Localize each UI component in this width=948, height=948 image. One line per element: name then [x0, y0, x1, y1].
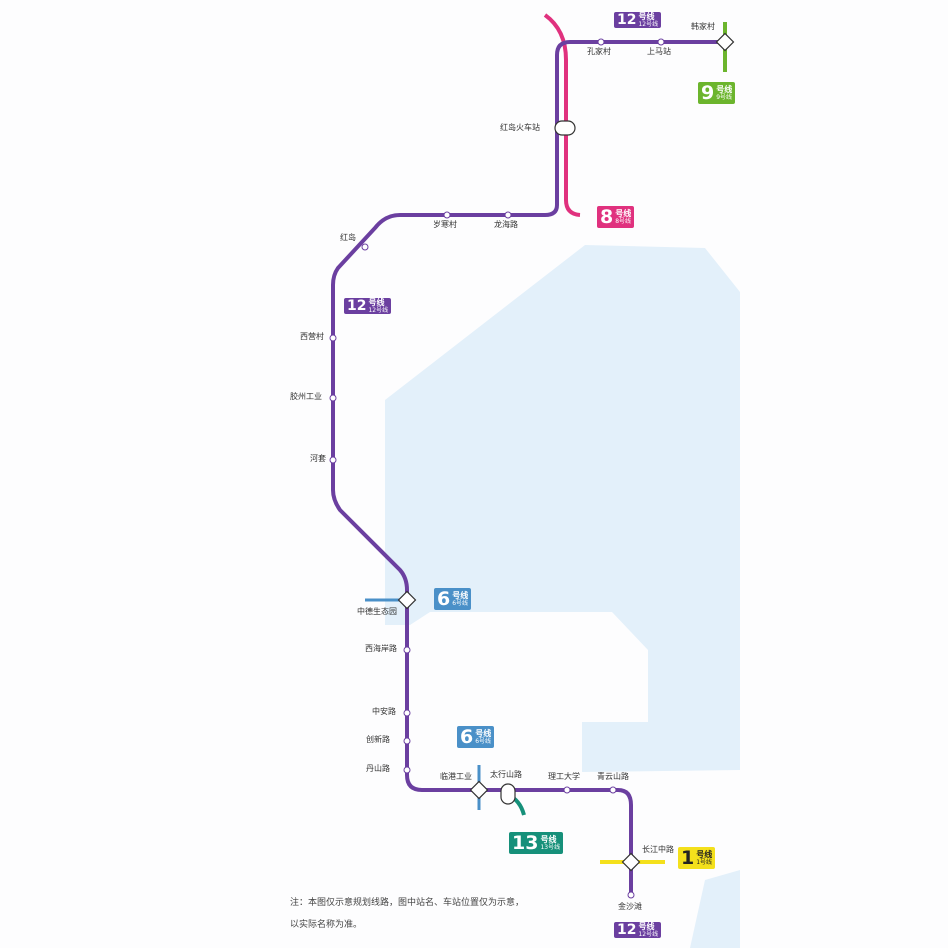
badge-number: 9	[701, 82, 715, 104]
badge-number: 6	[460, 726, 474, 748]
station-label: 西营村	[300, 332, 324, 341]
badge-suffix: 号线	[696, 850, 713, 859]
badge-suffix: 号线	[638, 12, 655, 21]
badge-suffix: 号线	[368, 298, 385, 307]
station-label: 孔家村	[587, 47, 611, 56]
station-label: 丹山路	[366, 764, 390, 773]
badge-number: 12	[617, 922, 637, 938]
station-label: 西海岸路	[365, 644, 397, 653]
station-label: 红岛	[340, 233, 356, 242]
badge-suffix: 号线	[452, 591, 469, 600]
station-label: 长江中路	[642, 845, 674, 854]
badge-line-name: 8号线	[615, 218, 632, 225]
water-area-south	[690, 870, 740, 948]
badge-number: 8	[600, 206, 614, 228]
badge-line-name: 1号线	[696, 859, 713, 866]
station-label: 太行山路	[490, 770, 522, 779]
badge-line-name: 13号线	[540, 844, 561, 851]
station-label: 胶州工业	[290, 392, 322, 401]
map-note: 注：本图仅示意规划线路，图中站名、车站位置仅为示意， 以实际名称为准。	[290, 892, 620, 936]
badge-number: 13	[512, 832, 539, 854]
station-label: 中德生态园	[357, 607, 397, 616]
badge-suffix: 号线	[615, 209, 632, 218]
station-label: 河套	[310, 454, 326, 463]
note-line-2: 以实际名称为准。	[290, 920, 363, 930]
station-dots	[329, 38, 665, 899]
badge-number: 12	[347, 298, 367, 314]
station-label: 韩家村	[691, 22, 715, 31]
station-label: 金沙滩	[618, 902, 642, 911]
station-label: 理工大学	[548, 772, 580, 781]
badge-line-name: 9号线	[716, 94, 733, 101]
station-label: 创新路	[366, 735, 390, 744]
station-label: 临港工业	[440, 772, 472, 781]
badge-suffix: 号线	[638, 922, 655, 931]
badge-line-name: 6号线	[452, 600, 469, 607]
badge-number: 1	[681, 847, 695, 869]
badge-number: 6	[437, 588, 451, 610]
badge-suffix: 号线	[540, 835, 557, 844]
badge-line-name: 6号线	[475, 738, 492, 745]
interchange-icons	[397, 32, 735, 872]
badge-suffix: 号线	[475, 729, 492, 738]
line-12-track	[331, 40, 725, 895]
note-line-1: 注：本图仅示意规划线路，图中站名、车站位置仅为示意，	[290, 898, 525, 908]
station-label: 龙海路	[494, 220, 518, 229]
station-label: 红岛火车站	[500, 123, 540, 132]
station-label: 岁寒村	[433, 220, 457, 229]
badge-line-name: 12号线	[368, 307, 389, 314]
station-label: 中安路	[372, 707, 396, 716]
badge-suffix: 号线	[716, 85, 733, 94]
station-label: 上马站	[647, 47, 671, 56]
water-area	[385, 245, 740, 772]
badge-line-name: 12号线	[638, 21, 659, 28]
badge-number: 12	[617, 12, 637, 28]
station-label: 青云山路	[597, 772, 629, 781]
badge-line-name: 12号线	[638, 931, 659, 938]
